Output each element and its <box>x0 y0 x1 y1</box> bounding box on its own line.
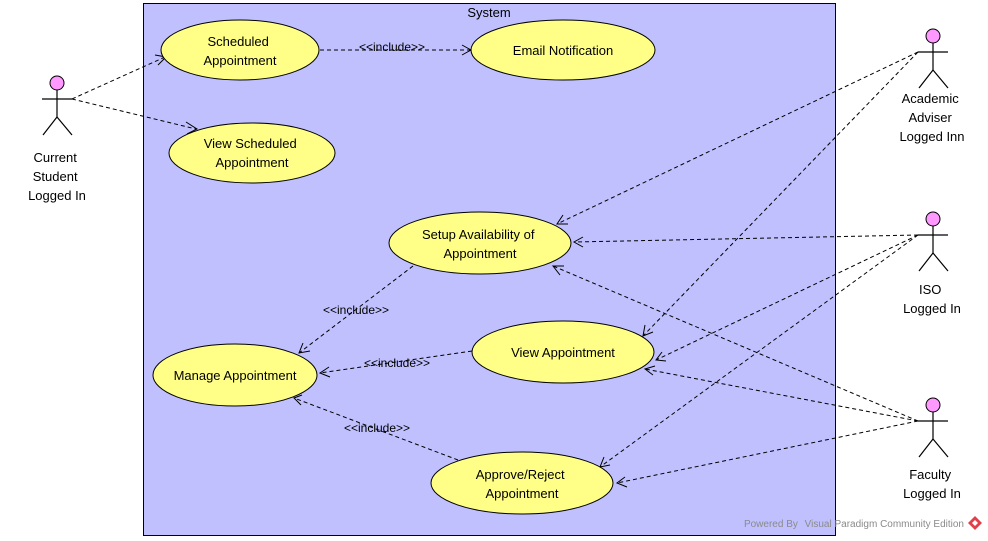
iso-to-approve <box>599 234 919 468</box>
actor-label: Current Student Logged In <box>28 150 86 203</box>
use-case-label: View Scheduled Appointment <box>204 136 301 170</box>
include-setup-manage <box>298 265 414 354</box>
use-case-scheduled-appointment[interactable]: Scheduled Appointment <box>160 19 320 81</box>
use-case-view-scheduled-appointment[interactable]: View Scheduled Appointment <box>168 122 336 184</box>
arrowhead <box>615 476 628 488</box>
include-label: <<include>> <box>323 303 389 317</box>
watermark: Powered By Visual Paradigm Community Edi… <box>744 516 982 530</box>
iso-to-view <box>655 234 919 361</box>
arrowhead <box>318 366 331 378</box>
actor-head-icon <box>925 211 941 227</box>
include-approve-manage <box>293 397 459 461</box>
use-case-label: Manage Appointment <box>174 368 297 383</box>
adviser-to-setup <box>556 51 919 225</box>
actor-head-icon <box>49 75 65 91</box>
connectors <box>71 44 919 488</box>
use-case-label: Email Notification <box>513 43 613 58</box>
faculty-to-view <box>644 368 919 422</box>
use-case-approve-reject[interactable]: Approve/Reject Appointment <box>430 451 614 515</box>
arrowhead <box>551 265 564 276</box>
faculty-to-approve <box>616 420 919 484</box>
visual-paradigm-logo-icon <box>968 516 982 530</box>
watermark-product: Visual Paradigm Community Edition <box>805 519 964 530</box>
arrowhead <box>642 324 654 337</box>
adviser-to-view <box>642 51 919 337</box>
use-case-view-appointment[interactable]: View Appointment <box>471 320 655 384</box>
include-label: <<include>> <box>344 421 410 435</box>
actor-label: Faculty Logged In <box>903 467 961 501</box>
arrowhead <box>572 236 584 248</box>
actor-label: ISO Logged In <box>903 282 961 316</box>
arrowhead <box>298 342 311 354</box>
actor-iso[interactable]: ISO Logged In <box>903 211 961 316</box>
actor-label: Academic Adviser Logged Inn <box>899 91 964 144</box>
use-case-manage-appointment[interactable]: Manage Appointment <box>152 343 318 407</box>
system-title: System <box>467 5 510 20</box>
actor-head-icon <box>925 397 941 413</box>
use-case-email-notification[interactable]: Email Notification <box>470 19 656 81</box>
include-label: <<include>> <box>359 40 425 54</box>
faculty-to-setup <box>552 265 919 422</box>
arrowhead <box>556 214 568 225</box>
include-view-manage <box>319 350 473 374</box>
actor-current-student[interactable]: Current Student Logged In <box>28 75 86 203</box>
student-to-scheduled <box>71 56 166 100</box>
include-label: <<include>> <box>364 356 430 370</box>
use-case-setup-availability[interactable]: Setup Availability of Appointment <box>388 211 572 275</box>
iso-to-setup <box>573 234 919 243</box>
student-to-view-scheduled <box>71 98 197 130</box>
use-case-label: Scheduled Appointment <box>204 34 277 68</box>
arrowhead <box>643 365 656 376</box>
arrowhead <box>293 394 303 406</box>
actor-head-icon <box>925 28 941 44</box>
use-case-label: Setup Availability of Appointment <box>422 227 538 261</box>
use-case-label: View Appointment <box>511 345 615 360</box>
arrowhead <box>185 121 199 135</box>
svg-text:Powered By Visual Paradi: Powered By Visual Paradigm Community Edi… <box>744 519 964 530</box>
actor-academic-adviser[interactable]: Academic Adviser Logged Inn <box>899 28 965 144</box>
use-case-label: Approve/Reject Appointment <box>476 467 569 501</box>
actor-faculty[interactable]: Faculty Logged In <box>903 397 961 501</box>
watermark-prefix: Powered By <box>744 519 798 530</box>
arrowhead <box>655 351 667 362</box>
